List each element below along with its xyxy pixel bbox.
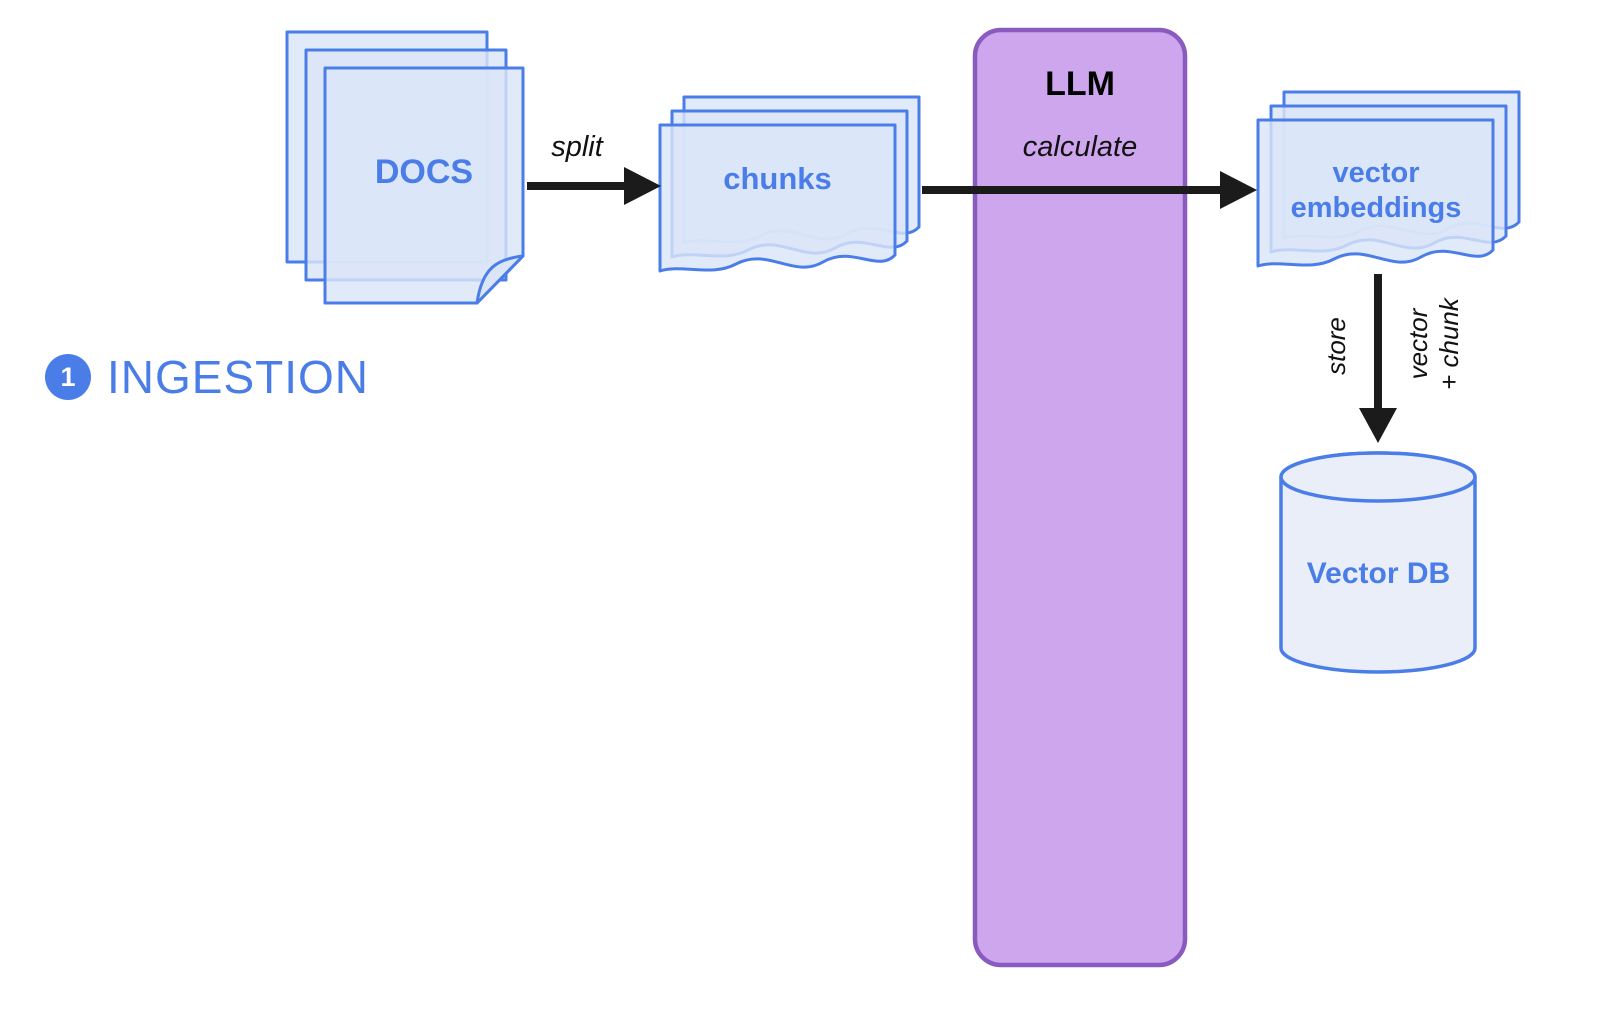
cylinder-top <box>1279 451 1477 503</box>
vector-db-label: Vector DB <box>1306 557 1451 590</box>
store-arrow-label: store <box>1321 317 1351 375</box>
vector-chunk-payload-label: vector + chunk <box>1403 298 1464 390</box>
chunks-front-sheet <box>658 123 897 273</box>
vector-db-cylinder-icon <box>1279 451 1477 674</box>
llm-title: LLM <box>1045 65 1115 103</box>
step-heading: 1 INGESTION <box>45 350 369 404</box>
step-title: INGESTION <box>107 351 370 403</box>
step-number-badge: 1 <box>45 354 91 400</box>
split-arrow-label: split <box>551 131 603 163</box>
vector-embeddings-label: vector embeddings <box>1290 157 1462 225</box>
split-arrow <box>527 167 661 205</box>
calculate-arrow <box>922 171 1257 209</box>
docs-label: DOCS <box>374 153 474 191</box>
docs-folded-corner <box>475 254 525 305</box>
chunks-label: chunks <box>723 161 832 196</box>
store-arrow <box>1359 274 1397 443</box>
llm-action-label: calculate <box>1022 131 1138 163</box>
llm-panel <box>972 27 1188 968</box>
docs-stack-icon <box>285 30 525 305</box>
